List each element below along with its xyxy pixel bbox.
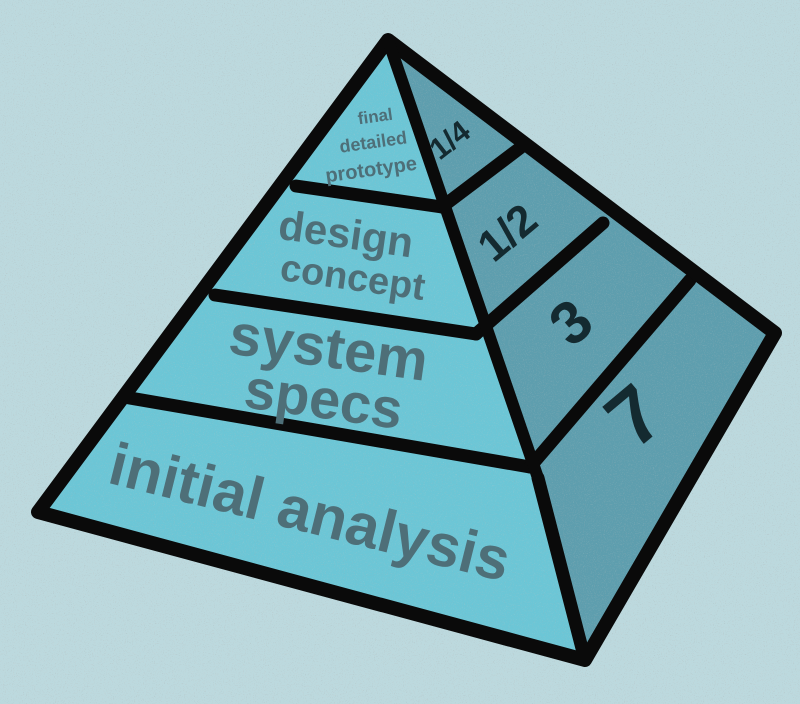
level-specs: system specs 3 (225, 286, 605, 441)
pyramid-front-corner-edge (531, 471, 592, 667)
level-top-label-line-1: final (357, 105, 394, 129)
side-divider-lines (435, 141, 697, 474)
front-divider-lines (117, 179, 537, 474)
pyramid-ridge-edge (382, 34, 544, 484)
